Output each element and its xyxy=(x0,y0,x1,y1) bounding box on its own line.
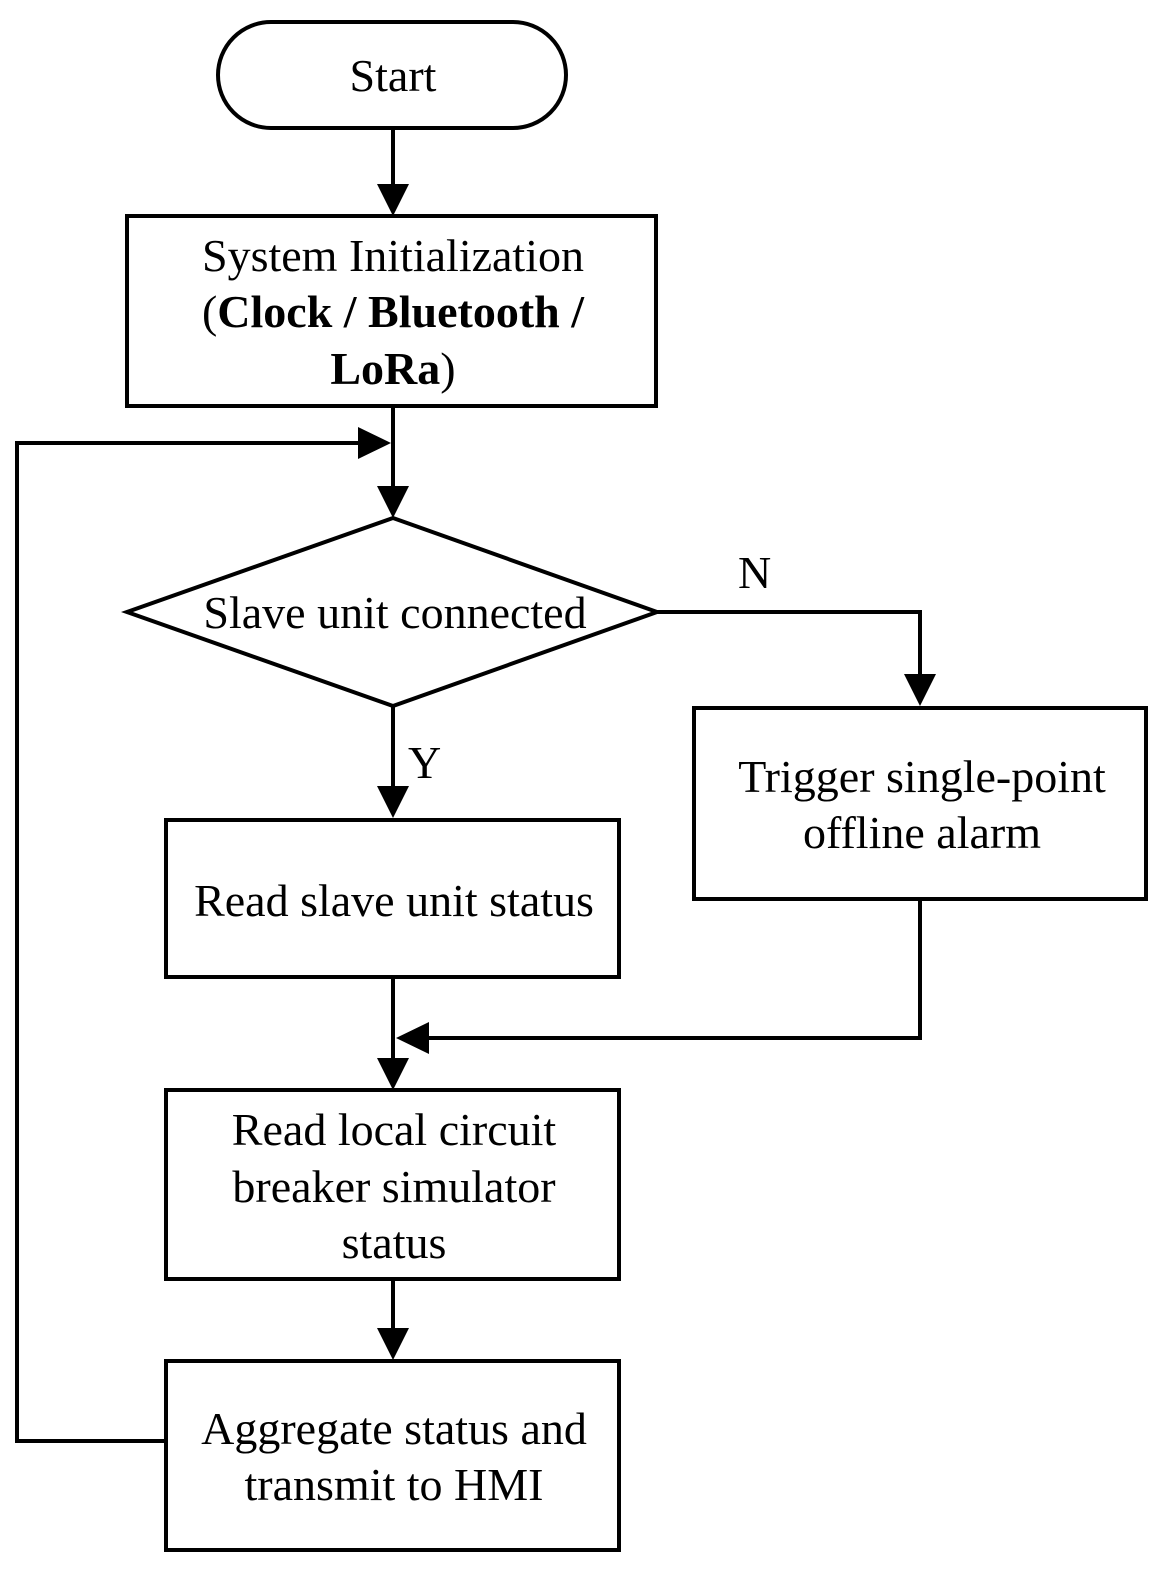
init-node: System Initialization (Clock / Bluetooth… xyxy=(125,214,658,408)
read-local-node: Read local circuit breaker simulator sta… xyxy=(164,1088,621,1281)
init-label-line1: System Initialization xyxy=(202,230,584,281)
arrowhead xyxy=(377,184,409,216)
aggregate-label-line1: Aggregate status and xyxy=(201,1403,587,1454)
read-slave-label: Read slave unit status xyxy=(194,875,594,926)
edge-read-local-to-aggregate xyxy=(377,1279,409,1360)
yes-label: Y xyxy=(408,737,441,788)
decision-node: Slave unit connected xyxy=(120,515,663,709)
read-slave-node: Read slave unit status xyxy=(164,818,621,979)
alarm-label-line1: Trigger single-point xyxy=(738,751,1106,802)
read-local-label-line2: breaker simulator xyxy=(232,1161,555,1212)
edge-loop-back xyxy=(15,427,391,1443)
arrowhead xyxy=(358,427,391,459)
edge-no: N xyxy=(657,547,936,706)
aggregate-node: Aggregate status and transmit to HMI xyxy=(164,1359,621,1552)
edge-read-slave-to-read-local xyxy=(377,977,409,1090)
read-local-label-line3: status xyxy=(342,1217,447,1268)
no-label: N xyxy=(738,547,771,598)
init-label-line2: (Clock / Bluetooth / xyxy=(202,286,585,337)
arrowhead xyxy=(377,1328,409,1360)
edge-yes: Y xyxy=(377,706,441,818)
alarm-node: Trigger single-point offline alarm xyxy=(692,706,1148,901)
init-label-line3: LoRa) xyxy=(330,343,455,394)
start-label: Start xyxy=(350,50,437,101)
alarm-label-line2: offline alarm xyxy=(803,807,1041,858)
aggregate-label-line2: transmit to HMI xyxy=(245,1459,544,1510)
arrowhead xyxy=(377,786,409,818)
read-local-label-line1: Read local circuit xyxy=(232,1104,557,1155)
arrowhead xyxy=(377,1058,409,1090)
arrowhead xyxy=(396,1022,429,1054)
decision-label: Slave unit connected xyxy=(203,587,586,638)
arrowhead xyxy=(904,674,936,706)
edge-init-to-decision xyxy=(377,406,409,518)
arrowhead xyxy=(377,486,409,518)
edge-alarm-merge xyxy=(396,899,922,1054)
start-node: Start xyxy=(216,20,568,130)
edge-start-to-init xyxy=(377,128,409,216)
